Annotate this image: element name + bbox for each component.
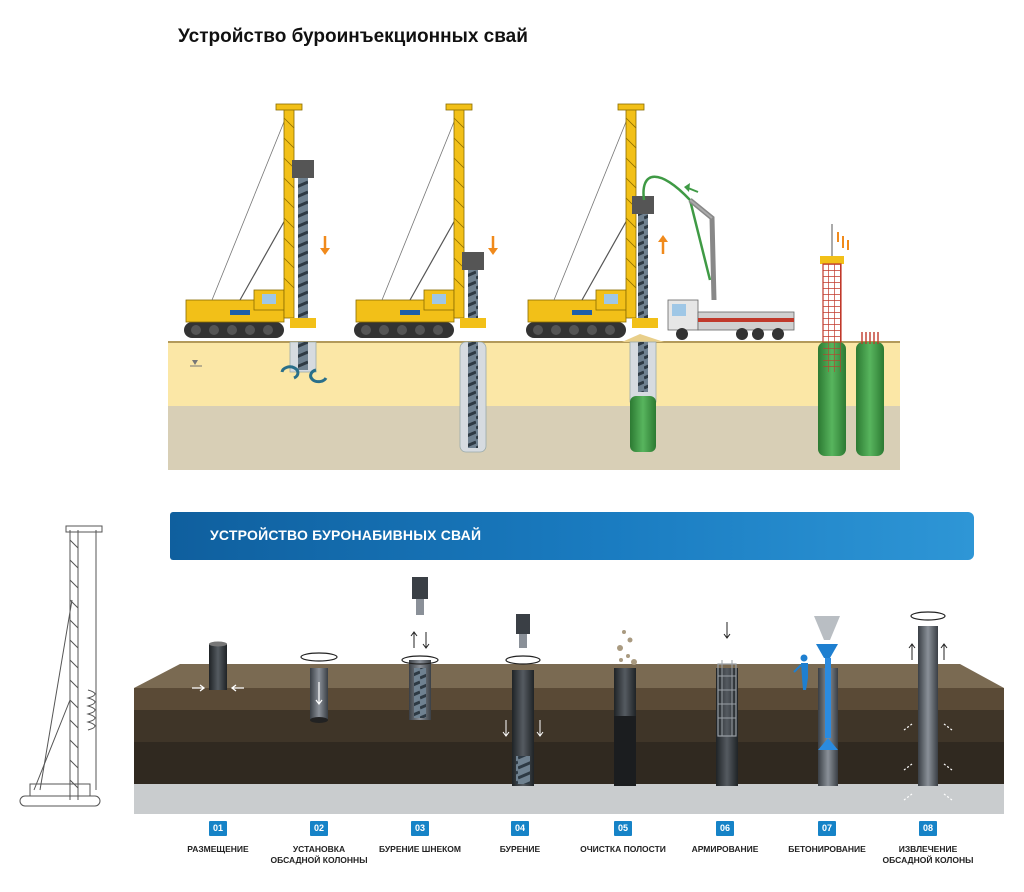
sand-pile: [622, 334, 664, 342]
down-arrow-icon: [320, 236, 330, 255]
step-5-illustration: [614, 630, 637, 786]
borehole-2: [459, 341, 487, 453]
page-title: Устройство буроинъекционных свай: [178, 26, 528, 47]
drill-rig-2: [354, 103, 486, 338]
step-label: РАЗМЕЩЕНИЕ: [187, 844, 249, 854]
step-1-illustration: [192, 641, 244, 692]
finished-pile-1: [818, 342, 846, 456]
rebar-cage: [820, 224, 849, 345]
banner-title: УСТРОЙСТВО БУРОНАБИВНЫХ СВАЙ: [210, 527, 482, 543]
step-8-illustration: [903, 611, 953, 801]
left-arrow-icon: [684, 183, 699, 193]
step-number: 05: [614, 821, 632, 836]
section-banner: УСТРОЙСТВО БУРОНАБИВНЫХ СВАЙ: [170, 512, 974, 560]
worker-figure: [793, 654, 808, 690]
finished-pile-2: [856, 332, 884, 456]
step-3-illustration: [401, 577, 439, 720]
step-5: 05 ОЧИСТКА ПОЛОСТИ: [563, 818, 683, 855]
step-4: 04 БУРЕНИЕ: [460, 818, 580, 855]
step-label: ОЧИСТКА ПОЛОСТИ: [580, 844, 666, 854]
step-6: 06 АРМИРОВАНИЕ: [665, 818, 785, 855]
step-number: 04: [511, 821, 529, 836]
step-6-illustration: [716, 622, 738, 786]
step-7-illustration: [793, 616, 840, 786]
step-7: 07 БЕТОНИРОВАНИЕ: [767, 818, 887, 855]
step-number: 06: [716, 821, 734, 836]
drill-rig-1: [184, 103, 316, 338]
up-arrow-icon: [658, 235, 668, 254]
step-number: 02: [310, 821, 328, 836]
step-label: БЕТОНИРОВАНИЕ: [788, 844, 866, 854]
piling-rig-outline: [19, 525, 103, 807]
step-label: АРМИРОВАНИЕ: [691, 844, 759, 854]
step-label: БУРЕНИЕ ШНЕКОМ: [378, 844, 462, 854]
concrete-pump-truck: [667, 198, 795, 340]
step-number: 07: [818, 821, 836, 836]
top-soil: [168, 341, 900, 470]
step-number: 03: [411, 821, 429, 836]
drill-rig-3: [526, 103, 712, 338]
step-4-illustration: [502, 614, 544, 786]
step-1: 01 РАЗМЕЩЕНИЕ: [158, 818, 278, 855]
step-number: 01: [209, 821, 227, 836]
borehole-3: [629, 341, 657, 452]
step-2-illustration: [300, 652, 338, 723]
borehole-1: [280, 341, 328, 384]
step-number: 08: [919, 821, 937, 836]
step-3: 03 БУРЕНИЕ ШНЕКОМ: [360, 818, 480, 855]
bottom-soil: [134, 664, 1004, 814]
step-label: БУРЕНИЕ: [499, 844, 541, 854]
down-arrow-icon: [488, 236, 498, 255]
